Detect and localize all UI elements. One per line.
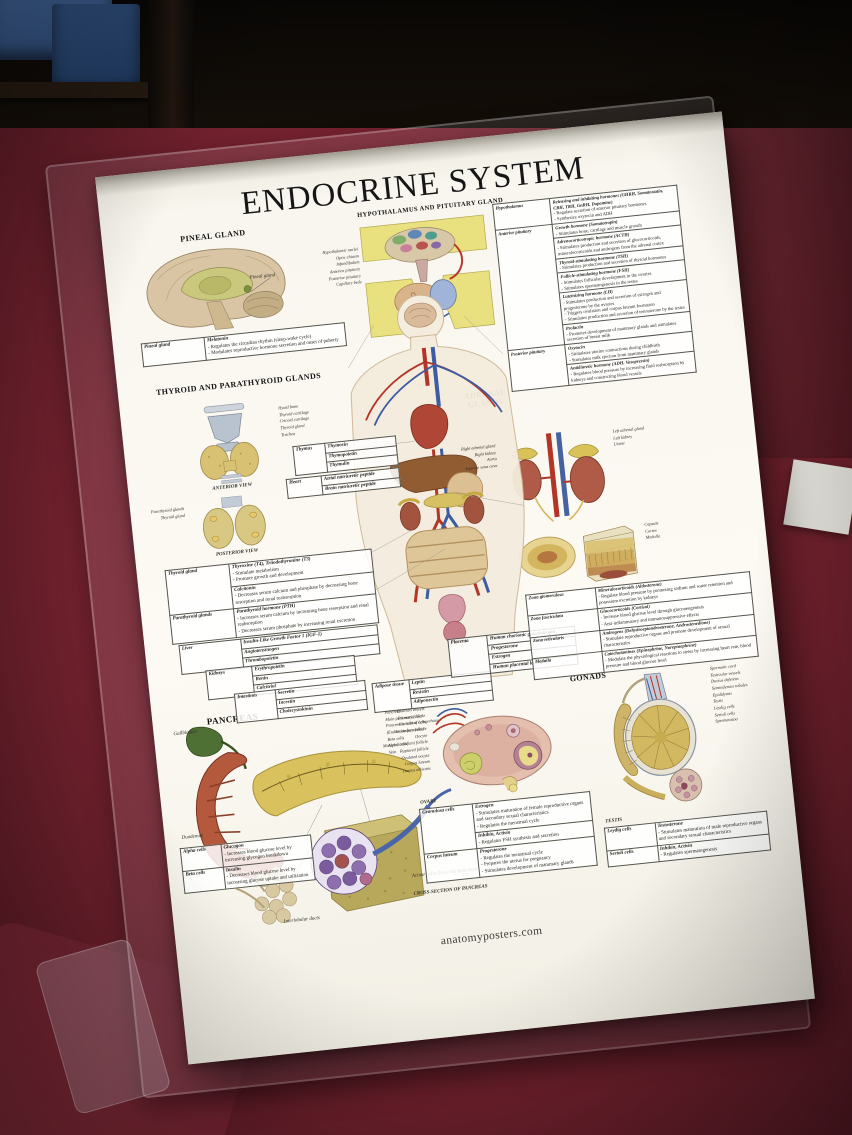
endocrine-system-poster: ENDOCRINE SYSTEM — [95, 111, 815, 1065]
thyroid-anterior-illustration — [200, 403, 259, 485]
organ-cell: Thyroid gland — [165, 564, 234, 616]
organ-cell: Intestines — [234, 689, 278, 723]
ovary-illustration — [432, 708, 552, 793]
organ-cell: Parathyroid glands — [169, 608, 237, 645]
organ-cell: Granulosa cells — [419, 803, 477, 855]
organ-cell: Pineal gland — [141, 337, 207, 367]
thyroid-heading: THYROID AND PARATHYROID GLANDS — [155, 370, 322, 398]
organ-cell: Thymus — [292, 443, 328, 476]
testis-illustration — [613, 672, 703, 802]
organ-cell: Placenta — [447, 635, 491, 678]
storage-bin — [52, 4, 140, 96]
organ-cell: Beta cells — [182, 866, 226, 894]
adrenal-cross-section-illustration — [518, 525, 638, 582]
thyroid-posterior-illustration — [203, 495, 266, 549]
organ-cell: Heart — [286, 475, 324, 499]
organ-cell: Corpus luteum — [424, 848, 480, 884]
shelf-edge — [0, 82, 152, 98]
organ-cell: Posterior pituitary — [507, 344, 570, 392]
paper-sheet-corner — [783, 459, 852, 535]
pineal-brain-illustration — [146, 248, 286, 330]
pancreas-illustration — [186, 726, 452, 925]
